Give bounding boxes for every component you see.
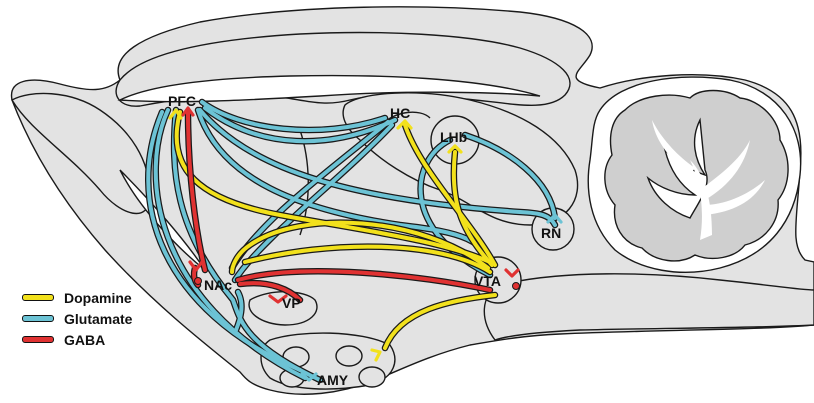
label-vp: VP xyxy=(282,295,301,311)
legend-item-dopamine: Dopamine xyxy=(22,287,132,308)
legend-item-glutamate: Glutamate xyxy=(22,308,132,329)
legend-swatch-glutamate xyxy=(22,315,54,322)
amy-nucleus-3 xyxy=(359,367,385,387)
cerebellum xyxy=(588,77,800,272)
legend-item-gaba: GABA xyxy=(22,329,132,350)
label-pfc: PFC xyxy=(168,93,196,109)
nac-gaba-dot xyxy=(195,278,202,285)
legend: Dopamine Glutamate GABA xyxy=(22,287,132,350)
legend-label-gaba: GABA xyxy=(64,332,105,348)
label-hc: HC xyxy=(390,105,410,121)
legend-label-glutamate: Glutamate xyxy=(64,311,132,327)
legend-swatch-gaba xyxy=(22,336,54,343)
vta-gaba-dot xyxy=(513,283,520,290)
label-rn: RN xyxy=(541,225,561,241)
label-amy: AMY xyxy=(317,372,349,388)
legend-swatch-dopamine xyxy=(22,294,54,301)
label-vta: VTA xyxy=(474,273,501,289)
legend-label-dopamine: Dopamine xyxy=(64,290,132,306)
label-lhb: LHb xyxy=(440,129,467,145)
amy-nucleus-2 xyxy=(336,346,362,366)
label-nac: NAc xyxy=(204,277,232,293)
